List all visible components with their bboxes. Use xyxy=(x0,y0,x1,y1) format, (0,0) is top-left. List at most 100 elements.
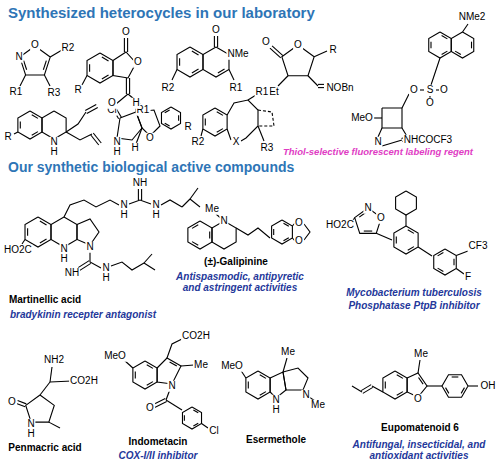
atom-label: O xyxy=(413,394,423,405)
bond xyxy=(147,382,153,386)
atom-label: R xyxy=(3,132,12,143)
bond xyxy=(258,126,264,141)
bond xyxy=(352,386,362,392)
bond xyxy=(93,133,101,143)
bond xyxy=(374,117,382,118)
ring-bond xyxy=(442,375,468,398)
bond xyxy=(116,94,128,104)
ring-bond xyxy=(246,371,270,399)
atom-label: O xyxy=(7,397,17,408)
atom-label: H xyxy=(271,405,280,416)
compound-name: Penmacric acid xyxy=(8,443,81,454)
compound-name: (±)-Galipinine xyxy=(204,257,268,268)
ring-bond xyxy=(451,32,474,58)
ring-bond xyxy=(87,53,113,83)
bond xyxy=(192,51,199,55)
bond xyxy=(102,75,109,79)
bond xyxy=(190,199,200,207)
bond xyxy=(111,262,144,270)
atom-label: CO2H xyxy=(69,376,99,387)
ring-bond xyxy=(182,407,201,429)
bond xyxy=(442,51,448,54)
bond xyxy=(43,61,46,70)
atom-label: H xyxy=(112,147,121,158)
atom-label: MeO xyxy=(103,351,127,362)
atom-label: HO2C xyxy=(325,220,355,231)
atom-label: O xyxy=(145,403,155,414)
activity-note: Antispasmodic, antipyretic and astringen… xyxy=(170,272,310,293)
atom-label: N xyxy=(167,381,176,392)
bond xyxy=(172,70,177,81)
activity-note: Antifungal, insecticidal, and antioxidan… xyxy=(339,440,499,461)
bond xyxy=(184,415,185,421)
activity-note: COX-I/II inhibitor xyxy=(98,451,218,462)
bond xyxy=(66,132,92,140)
ring-bond xyxy=(18,111,42,139)
bond xyxy=(463,24,469,32)
compound-name: Indometacin xyxy=(129,437,188,448)
atom-label: O xyxy=(107,98,117,109)
atom-label: NH2 xyxy=(43,355,65,366)
bond xyxy=(144,254,152,263)
atom-label: OH xyxy=(480,381,497,392)
bond xyxy=(24,61,27,70)
atom-label: O xyxy=(30,40,40,51)
bond xyxy=(40,382,50,395)
atom-label: N xyxy=(101,263,110,274)
atom-label: N xyxy=(85,242,94,253)
ring-bond xyxy=(272,220,293,244)
probe-note: Thiol-selective fluorescent labeling reg… xyxy=(283,147,473,157)
atom-label: N xyxy=(301,390,310,401)
bond xyxy=(408,247,414,251)
bond xyxy=(64,200,119,217)
atom-label: R1 xyxy=(255,87,270,98)
bond xyxy=(165,123,170,126)
bond xyxy=(166,400,182,410)
bond xyxy=(20,75,26,86)
atom-label: N xyxy=(112,137,121,148)
atom-label: O xyxy=(439,85,449,96)
bond xyxy=(442,36,448,39)
atom-label: HO2C xyxy=(3,245,33,256)
ring-bond xyxy=(25,217,51,247)
bond xyxy=(283,238,288,241)
bond xyxy=(165,110,170,113)
atom-label: MeO xyxy=(220,361,244,372)
atom-label: N xyxy=(219,216,228,227)
bond xyxy=(376,233,392,240)
atom-label: Me xyxy=(310,400,326,411)
ring-bond xyxy=(283,368,308,390)
bond xyxy=(308,76,318,86)
bond xyxy=(44,75,50,86)
bond xyxy=(66,112,86,132)
activity-note: bradykinin recepter antagonist xyxy=(3,310,163,321)
bond xyxy=(89,64,90,72)
bond xyxy=(456,269,464,275)
bond xyxy=(80,263,91,270)
bond xyxy=(314,51,327,57)
compound-name: Eupomatenoid 6 xyxy=(381,423,459,434)
atom-label: NMe2 xyxy=(458,12,487,23)
atom-label: CO2H xyxy=(181,331,211,342)
section-heading: Synthesized heterocycles in our laborato… xyxy=(8,4,315,21)
bond xyxy=(227,100,258,141)
ring-bond xyxy=(20,46,50,75)
bond xyxy=(192,242,198,246)
bond xyxy=(468,385,478,386)
bond xyxy=(27,228,28,236)
atom-label: R1 xyxy=(9,87,24,98)
atom-label: O xyxy=(121,27,131,38)
atom-label: X xyxy=(232,137,241,148)
atom-label: Me xyxy=(193,360,209,371)
bond xyxy=(78,261,89,268)
bond xyxy=(192,69,199,73)
bond xyxy=(136,128,142,144)
atom-label: H xyxy=(151,210,160,221)
atom-label: MeO xyxy=(350,113,374,124)
bond xyxy=(201,129,203,136)
atom-label: O xyxy=(145,133,155,144)
section-heading: Our synthetic biological active compound… xyxy=(8,160,294,175)
bond xyxy=(90,250,101,268)
atom-label: CF3 xyxy=(468,241,489,252)
